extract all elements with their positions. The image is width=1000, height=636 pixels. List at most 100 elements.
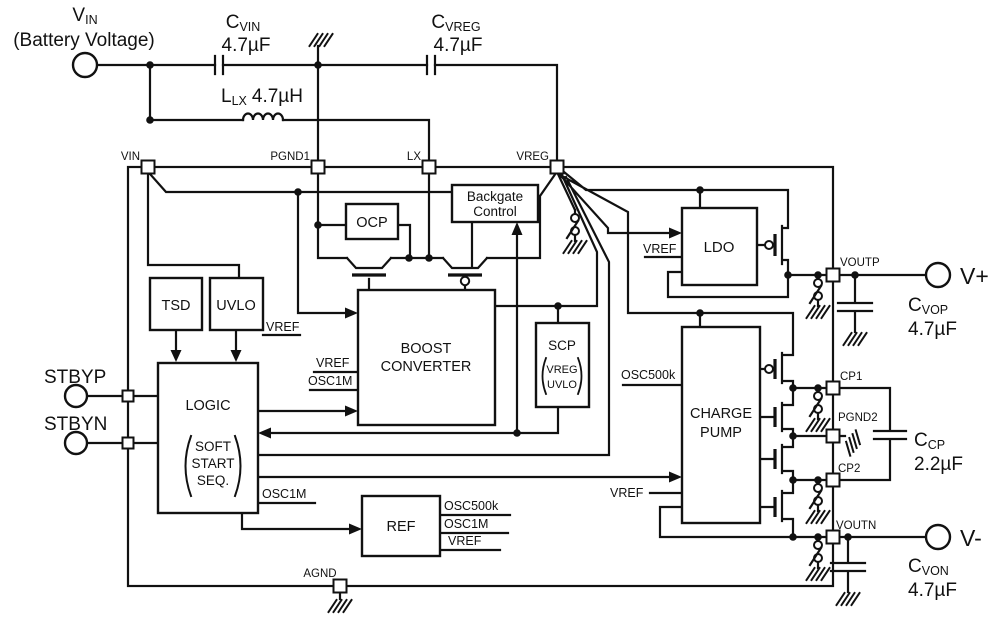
- arrow-into-ldo: [669, 227, 682, 239]
- logic-label: LOGIC: [185, 398, 230, 414]
- vin-source-desc: (Battery Voltage): [13, 30, 155, 51]
- pin-label-voutp: VOUTP: [840, 257, 880, 269]
- pin-voutp: [825, 267, 841, 283]
- cvreg-ref-label: CVREG: [431, 12, 480, 34]
- pin-label-lx: LX: [407, 151, 421, 163]
- cp-vref-label: VREF: [610, 486, 644, 500]
- pin-label-pgnd1: PGND1: [270, 151, 310, 163]
- tsd-block: [148, 276, 204, 332]
- stbyp-terminal: [63, 383, 89, 409]
- backgate-control-block: [450, 183, 540, 224]
- ref-osc1m-label: OSC1M: [444, 517, 488, 531]
- ref-osc500k-label: OSC500k: [444, 499, 499, 513]
- pin-label-agnd: AGND: [303, 568, 336, 580]
- ldo-label: LDO: [704, 239, 735, 256]
- scp-uvlo-label: UVLO: [547, 379, 577, 391]
- pin-pgnd2: [825, 428, 841, 444]
- stbyn-label: STBYN: [44, 414, 107, 435]
- scp-parens: [541, 356, 583, 396]
- cvin-ref-label: CVIN: [226, 12, 261, 34]
- ccp-value-label: 2.2µF: [914, 454, 963, 475]
- capacitor-cvin-plates: [213, 54, 225, 76]
- charge-pump-label-2: PUMP: [700, 425, 742, 441]
- backgate-label-2: Control: [473, 204, 517, 219]
- arrow-logic-to-ref: [349, 523, 362, 535]
- boost-converter-block: [356, 288, 497, 427]
- backgate-label-1: Backgate: [467, 189, 523, 204]
- logic-block: [156, 361, 260, 515]
- ref-block: [360, 494, 442, 558]
- ground-icon: [327, 599, 353, 613]
- boost-label-1: BOOST: [401, 341, 452, 357]
- tsd-label: TSD: [162, 298, 191, 314]
- arrow-into-logic: [258, 427, 271, 439]
- ref-vref-label: VREF: [448, 534, 482, 548]
- pin-agnd: [332, 578, 348, 594]
- ldo-block: [680, 206, 759, 287]
- pin-voutn: [825, 529, 841, 545]
- pin-pgnd1: [310, 159, 326, 175]
- discharge-switch-icon: [564, 210, 587, 253]
- uvlo-block: [208, 276, 265, 332]
- arrow-tsd-to-logic: [170, 350, 182, 362]
- pin-vin: [140, 159, 156, 175]
- boost-vref-label: VREF: [316, 356, 350, 370]
- vplus-label: V+: [960, 263, 989, 289]
- cp-pmos-gate-circle: [764, 364, 774, 374]
- pin-vreg: [549, 159, 565, 175]
- cvop-value-label: 4.7µF: [908, 319, 957, 340]
- arrow-uvlo-to-logic: [230, 350, 242, 362]
- ccp-ref-label: CCP: [914, 430, 945, 452]
- uvlo-label: UVLO: [216, 298, 256, 314]
- ground-icon: [308, 33, 334, 47]
- circuit-wires: [85, 44, 928, 601]
- pin-cp1: [825, 380, 841, 396]
- vminus-label: V-: [960, 525, 982, 551]
- vin-terminal: [71, 51, 99, 79]
- ground-icon: [842, 332, 868, 346]
- logic-soft-label: SOFT: [195, 439, 231, 454]
- ref-label: REF: [387, 519, 416, 535]
- cvreg-value-label: 4.7µF: [434, 35, 483, 56]
- scp-label: SCP: [548, 338, 576, 353]
- capacitor-cvreg-plates: [425, 54, 437, 76]
- arrow-logic-to-boost: [345, 405, 358, 417]
- rectifier-pmos-gate-circle: [459, 275, 471, 287]
- pin-stbyp: [121, 389, 135, 403]
- ic-pins: [121, 159, 841, 594]
- boost-osc1m-label: OSC1M: [308, 374, 352, 388]
- ocp-label: OCP: [356, 215, 387, 231]
- charge-pump-label-1: CHARGE: [690, 406, 752, 422]
- inductor-llx-coil: [241, 112, 285, 122]
- pin-label-voutn: VOUTN: [836, 520, 876, 532]
- arrow-into-boost-top: [345, 307, 358, 319]
- logic-seq-label: SEQ.: [197, 473, 229, 488]
- pin-label-cp1: CP1: [840, 371, 862, 383]
- mosfet-gate-bars: [352, 234, 777, 517]
- pin-lx: [421, 159, 437, 175]
- stbyp-label: STBYP: [44, 367, 106, 388]
- ic-boundary: [126, 165, 835, 588]
- ldo-pmos-gate-circle: [764, 240, 774, 250]
- scp-vreg-label: VREG: [546, 364, 577, 376]
- boost-label-2: CONVERTER: [381, 359, 472, 375]
- logic-parens: [184, 434, 242, 498]
- charge-pump-block: [680, 325, 762, 525]
- arrow-into-charge-pump: [669, 471, 682, 483]
- pin-label-pgnd2: PGND2: [838, 412, 878, 424]
- vplus-terminal: [924, 261, 952, 289]
- signal-arrowheads: [170, 222, 682, 535]
- stbyn-terminal: [63, 430, 89, 456]
- ground-icon: [840, 429, 866, 457]
- logic-osc1m-label: OSC1M: [262, 487, 306, 501]
- arrow-into-backgate: [511, 222, 523, 235]
- cvon-ref-label: CVON: [908, 556, 949, 578]
- logic-start-label: START: [191, 456, 234, 471]
- pin-label-vin: VIN: [121, 151, 140, 163]
- ocp-block: [344, 202, 400, 241]
- cp-osc500k-label: OSC500k: [621, 368, 676, 382]
- pin-label-cp2: CP2: [838, 463, 860, 475]
- ground-icon: [835, 592, 861, 606]
